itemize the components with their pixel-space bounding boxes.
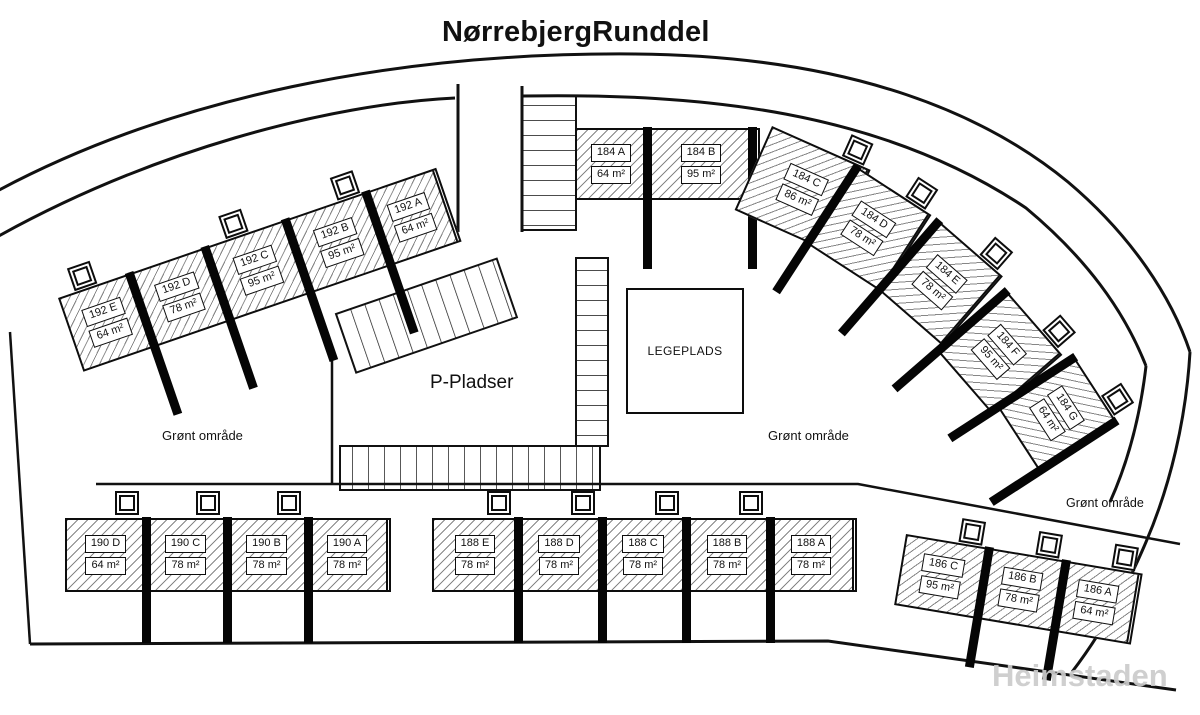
divider-bar [598,517,607,643]
unit-name-label: 190 B [246,535,287,553]
green-area-right-label: Grønt område [768,428,849,443]
unit-name-label: 188 D [538,535,580,553]
unit-name-label: 190 A [326,535,368,553]
parking-stalls-right-column [575,257,609,447]
playground-area: LEGEPLADS [626,288,744,414]
unit-name-label: 188 B [706,535,748,553]
unit-188E: 188 E 78 m² [434,520,518,590]
shed [655,491,679,515]
unit-name-label: 186 C [921,553,966,578]
unit-188C: 188 C 78 m² [602,520,686,590]
parking-label: P-Pladser [430,372,514,393]
street-name: NørrebjergRunddel [442,16,710,48]
playground-label: LEGEPLADS [647,344,723,358]
unit-190A: 190 A 78 m² [308,520,388,590]
parking-stalls-bottom-row [339,445,601,491]
unit-area-label: 64 m² [1072,600,1116,626]
unit-188A: 188 A 78 m² [770,520,854,590]
unit-name-label: 188 A [790,535,832,553]
unit-area-label: 78 m² [246,557,287,575]
unit-184B: 184 B 95 m² [647,130,757,198]
unit-name-label: 184 B [680,144,722,162]
shed [277,491,301,515]
unit-188B: 188 B 78 m² [686,520,770,590]
unit-188D: 188 D 78 m² [518,520,602,590]
shed [196,491,220,515]
unit-190C: 190 C 78 m² [146,520,227,590]
unit-184A: 184 A 64 m² [577,130,647,198]
road-inner-curve-right [521,94,1148,367]
unit-name-label: 186 A [1076,579,1119,604]
shed [739,491,763,515]
unit-name-label: 190 C [164,535,207,553]
unit-area-label: 78 m² [622,557,664,575]
left-boundary [8,331,32,645]
divider-bar [514,517,523,643]
bottom-road [29,639,1177,692]
building-block-184AB: 184 A 64 m² 184 B 95 m² [575,127,760,269]
shed [571,491,595,515]
unit-area-label: 78 m² [790,557,832,575]
building-block-190: 190 D 64 m² 190 C 78 m² 190 B 78 m² 190 … [65,491,391,643]
shed [1111,543,1139,572]
unit-name-label: 186 B [1000,566,1044,592]
unit-area-label: 78 m² [997,588,1040,613]
divider-bar [682,517,691,643]
unit-name-label: 184 A [590,144,632,162]
unit-area-label: 95 m² [680,166,722,184]
divider-bar [142,517,151,643]
green-area-far-right-label: Grønt område [1066,496,1144,510]
green-area-left-label: Grønt område [162,428,243,443]
divider-bar [643,127,652,269]
shed [958,518,987,546]
unit-190D: 190 D 64 m² [67,520,146,590]
unit-name-label: 190 D [84,535,127,553]
parking-stalls-top [521,95,577,231]
shed [487,491,511,515]
unit-area-label: 78 m² [706,557,748,575]
divider-bar [304,517,313,643]
parking-stalls-slanted [334,257,519,374]
unit-area-label: 78 m² [454,557,496,575]
unit-area-label: 64 m² [590,166,632,184]
unit-area-label: 78 m² [165,557,206,575]
shed [115,491,139,515]
road-outer-curve [0,52,1192,353]
divider-bar [223,517,232,643]
building-block-188: 188 E 78 m² 188 D 78 m² 188 C 78 m² 188 … [432,491,857,643]
unit-area-label: 95 m² [918,575,961,600]
unit-name-label: 188 C [622,535,664,553]
divider-bar [766,517,775,643]
unit-190B: 190 B 78 m² [227,520,308,590]
unit-area-label: 78 m² [326,557,368,575]
right-road-inner [1108,365,1148,503]
road-inner-curve-left [0,96,456,238]
watermark: Heimstaden [992,658,1168,693]
shed [1035,530,1064,559]
unit-area-label: 64 m² [85,557,126,575]
unit-name-label: 188 E [454,535,496,553]
unit-area-label: 78 m² [538,557,580,575]
